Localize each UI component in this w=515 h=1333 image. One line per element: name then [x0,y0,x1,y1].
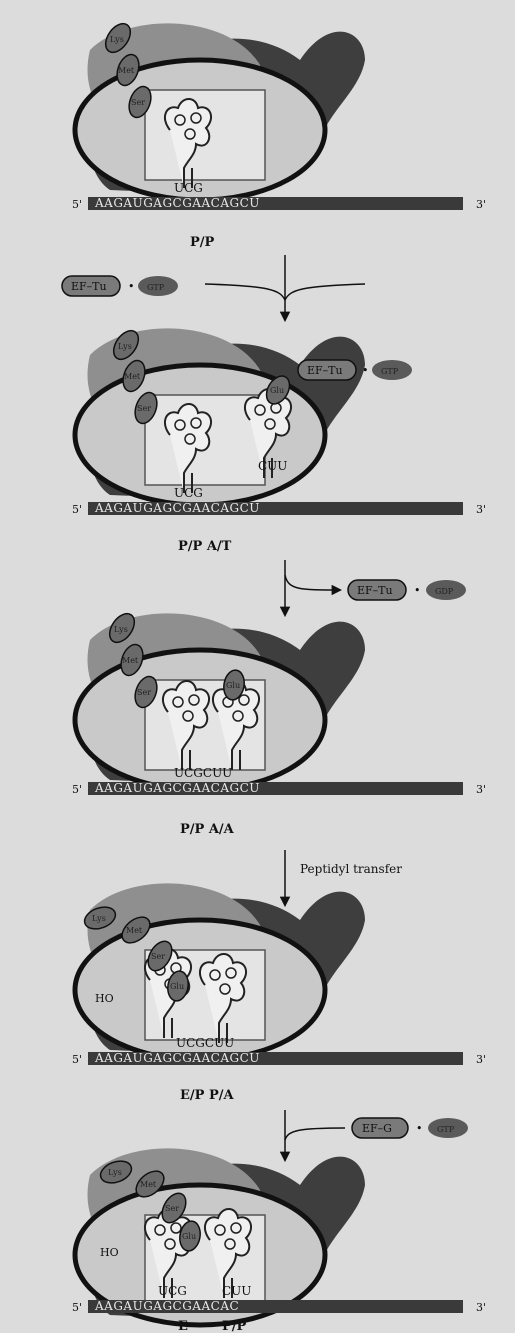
aa-met: Met [126,926,143,935]
step-1-arrow: EF–Tu • GTP [62,255,365,320]
ho-label: HO [100,1246,119,1259]
ho-label: HO [95,992,114,1005]
aa-met: Met [124,372,141,381]
p-site-codon: UCG [174,181,203,195]
aa-glu: Glu [270,386,284,395]
aa-lys: Lys [114,625,128,634]
a-p-codons: UCGCUU [174,766,232,780]
aa-ser: Ser [137,404,151,413]
three-prime-label: 3' [476,783,486,796]
a-site-anticodon: CUU [258,459,287,473]
five-prime-label: 5' [72,503,82,516]
aa-lys: Lys [92,914,106,923]
aa-lys: Lys [110,35,124,44]
three-prime-label: 3' [476,198,486,211]
three-prime-label: 3' [476,503,486,516]
three-prime-label: 3' [476,1301,486,1314]
stage-5-ribosome: AAGAUGAGCGAACAC 5' 3' UCG CUU E P/P HO L… [72,1148,486,1333]
step-4-arrow: EF–G • GTP [285,1110,468,1160]
e-site-codon: UCG [158,1284,187,1298]
state-label-e: E [178,1319,188,1333]
ef-tu-label: EF–Tu [71,280,107,293]
ef-tu-label: EF–Tu [357,584,393,597]
aa-met: Met [140,1180,157,1189]
stage-1-ribosome: AAGAUGAGCGAACAGCU 5' 3' UCG P/P Lys Met … [72,19,486,250]
p-site-codon: UCG [174,486,203,500]
state-label: P/P [190,235,215,250]
stage-2-ribosome: AAGAUGAGCGAACAGCU 5' 3' UCG CUU P/P A/T … [72,326,486,554]
aa-ser: Ser [151,952,165,961]
a-p-codons: UCGCUU [176,1036,234,1050]
aa-glu: Glu [226,681,240,690]
dot-separator: • [362,364,369,377]
aa-ser: Ser [165,1204,179,1213]
aa-glu: Glu [182,1232,196,1241]
dot-separator: • [414,584,421,597]
aa-glu: Glu [170,982,184,991]
five-prime-label: 5' [72,198,82,211]
aa-ser: Ser [137,688,151,697]
mrna-sequence: AAGAUGAGCGAACAGCU [94,1051,260,1065]
state-label: P/P A/T [178,539,232,554]
gdp-label: GDP [435,587,454,596]
gtp-label: GTP [437,1125,455,1134]
ef-tu-label: EF–Tu [307,364,343,377]
mrna-sequence: AAGAUGAGCGAACAC [94,1299,239,1313]
aa-met: Met [122,656,139,665]
three-prime-label: 3' [476,1053,486,1066]
stage-3-ribosome: AAGAUGAGCGAACAGCU 5' 3' UCGCUU P/P A/A L… [72,609,486,837]
peptidyl-transfer-label: Peptidyl transfer [300,862,402,876]
step-2-arrow: EF–Tu • GDP [285,560,466,615]
mrna-sequence: AAGAUGAGCGAACAGCU [94,501,260,515]
dot-separator: • [416,1122,423,1135]
mrna-sequence: AAGAUGAGCGAACAGCU [94,781,260,795]
state-label: E/P P/A [180,1088,234,1103]
five-prime-label: 5' [72,783,82,796]
ef-g-label: EF–G [362,1122,392,1135]
aa-lys: Lys [108,1168,122,1177]
aa-lys: Lys [118,342,132,351]
dot-separator: • [128,280,135,293]
gtp-label: GTP [147,283,165,292]
gtp-label: GTP [381,367,399,376]
p-site-codon: CUU [222,1284,251,1298]
stage-4-ribosome: AAGAUGAGCGAACAGCU 5' 3' UCGCUU E/P P/A H… [72,883,486,1103]
state-label-p: P/P [222,1319,247,1333]
mrna-sequence: AAGAUGAGCGAACAGCU [94,196,260,210]
aa-met: Met [118,66,135,75]
five-prime-label: 5' [72,1301,82,1314]
state-label: P/P A/A [180,822,235,837]
five-prime-label: 5' [72,1053,82,1066]
aa-ser: Ser [131,98,145,107]
